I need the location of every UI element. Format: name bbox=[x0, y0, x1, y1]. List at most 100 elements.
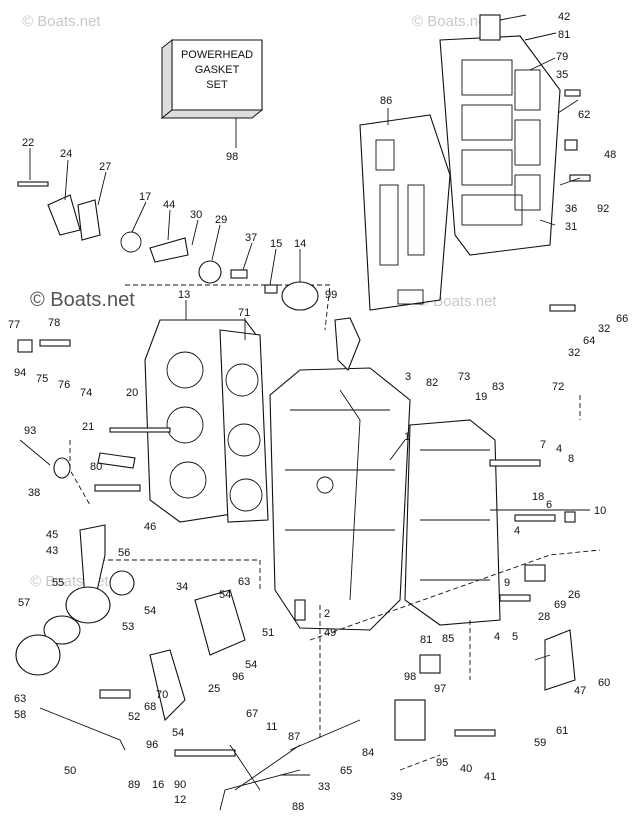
callout-4: 4 bbox=[494, 631, 500, 643]
callout-82: 82 bbox=[426, 377, 438, 389]
box-line-1: POWERHEAD bbox=[181, 49, 253, 61]
callout-54: 54 bbox=[172, 727, 184, 739]
callout-44: 44 bbox=[163, 199, 175, 211]
callout-92: 92 bbox=[597, 203, 609, 215]
callout-40: 40 bbox=[460, 763, 472, 775]
callout-14: 14 bbox=[294, 238, 306, 250]
callout-73: 73 bbox=[458, 371, 470, 383]
callout-69: 69 bbox=[554, 599, 566, 611]
callout-36: 36 bbox=[565, 203, 577, 215]
callout-43: 43 bbox=[46, 545, 58, 557]
callout-20: 20 bbox=[126, 387, 138, 399]
callout-26: 26 bbox=[568, 589, 580, 601]
callout-11: 11 bbox=[266, 721, 277, 733]
callout-75: 75 bbox=[36, 373, 48, 385]
callout-59: 59 bbox=[534, 737, 546, 749]
callout-65: 65 bbox=[340, 765, 352, 777]
callout-47: 47 bbox=[574, 685, 586, 697]
callout-98: 98 bbox=[226, 151, 238, 163]
callout-81: 81 bbox=[420, 634, 432, 646]
callout-32: 32 bbox=[598, 323, 610, 335]
callout-35: 35 bbox=[556, 69, 568, 81]
callout-5: 5 bbox=[512, 631, 518, 643]
callout-64: 64 bbox=[583, 335, 595, 347]
callout-61: 61 bbox=[556, 725, 568, 737]
callout-52: 52 bbox=[128, 711, 140, 723]
callout-33: 33 bbox=[318, 781, 330, 793]
callout-9: 9 bbox=[504, 577, 510, 589]
callout-10: 10 bbox=[594, 505, 606, 517]
callout-79: 79 bbox=[556, 51, 568, 63]
callout-25: 25 bbox=[208, 683, 220, 695]
callout-21: 21 bbox=[82, 421, 94, 433]
callout-30: 30 bbox=[190, 209, 202, 221]
callout-89: 89 bbox=[128, 779, 140, 791]
callout-83: 83 bbox=[492, 381, 504, 393]
small-parts bbox=[15, 14, 591, 811]
crankcase-half bbox=[404, 419, 501, 626]
callout-85: 85 bbox=[442, 633, 454, 645]
callout-66: 66 bbox=[616, 313, 628, 325]
callout-96: 96 bbox=[232, 671, 244, 683]
callout-98: 98 bbox=[404, 671, 416, 683]
callout-41: 41 bbox=[484, 771, 496, 783]
callout-77: 77 bbox=[8, 319, 20, 331]
watermark: © Boats.net bbox=[412, 13, 491, 30]
callout-46: 46 bbox=[144, 521, 156, 533]
callout-57: 57 bbox=[18, 597, 30, 609]
callout-62: 62 bbox=[578, 109, 590, 121]
callout-13: 13 bbox=[178, 289, 190, 301]
callout-29: 29 bbox=[215, 214, 227, 226]
exhaust-cover bbox=[439, 35, 561, 256]
callout-34: 34 bbox=[176, 581, 188, 593]
callout-48: 48 bbox=[604, 149, 616, 161]
callout-51: 51 bbox=[262, 627, 274, 639]
callout-88: 88 bbox=[292, 801, 304, 813]
callout-18: 18 bbox=[532, 491, 544, 503]
callout-76: 76 bbox=[58, 379, 70, 391]
callout-45: 45 bbox=[46, 529, 58, 541]
callout-63: 63 bbox=[14, 693, 26, 705]
callout-4: 4 bbox=[556, 443, 562, 455]
callout-90: 90 bbox=[174, 779, 186, 791]
callout-7: 7 bbox=[540, 439, 546, 451]
watermark: © Boats.net bbox=[22, 13, 101, 30]
callout-1: 1 bbox=[404, 431, 410, 443]
callout-2: 2 bbox=[324, 608, 330, 620]
callout-68: 68 bbox=[144, 701, 156, 713]
callout-70: 70 bbox=[156, 689, 168, 701]
callout-53: 53 bbox=[122, 621, 134, 633]
callout-63: 63 bbox=[238, 576, 250, 588]
callout-81: 81 bbox=[558, 29, 570, 41]
callout-84: 84 bbox=[362, 747, 374, 759]
callout-71: 71 bbox=[238, 307, 250, 319]
callout-74: 74 bbox=[80, 387, 92, 399]
callout-49: 49 bbox=[324, 627, 336, 639]
callout-31: 31 bbox=[565, 221, 577, 233]
callout-6: 6 bbox=[546, 499, 552, 511]
callout-78: 78 bbox=[48, 317, 60, 329]
box-line-3: SET bbox=[206, 79, 228, 91]
callout-56: 56 bbox=[118, 547, 130, 559]
callout-38: 38 bbox=[28, 487, 40, 499]
callout-3: 3 bbox=[405, 371, 411, 383]
callout-22: 22 bbox=[22, 137, 34, 149]
callout-16: 16 bbox=[152, 779, 164, 791]
box-line-2: GASKET bbox=[195, 64, 240, 76]
callout-17: 17 bbox=[139, 191, 151, 203]
callout-12: 12 bbox=[174, 794, 186, 806]
callout-58: 58 bbox=[14, 709, 26, 721]
intake-manifold-gasket bbox=[219, 329, 269, 523]
leader-lines bbox=[29, 14, 590, 661]
callout-55: 55 bbox=[52, 577, 64, 589]
callout-67: 67 bbox=[246, 708, 258, 720]
powerhead-gasket-set-box: POWERHEAD GASKET SET bbox=[160, 38, 264, 148]
callout-39: 39 bbox=[390, 791, 402, 803]
callout-27: 27 bbox=[99, 161, 111, 173]
callout-97: 97 bbox=[434, 683, 446, 695]
callout-93: 93 bbox=[24, 425, 36, 437]
callout-87: 87 bbox=[288, 731, 300, 743]
callout-4: 4 bbox=[514, 525, 520, 537]
cylinder-block bbox=[269, 367, 411, 631]
